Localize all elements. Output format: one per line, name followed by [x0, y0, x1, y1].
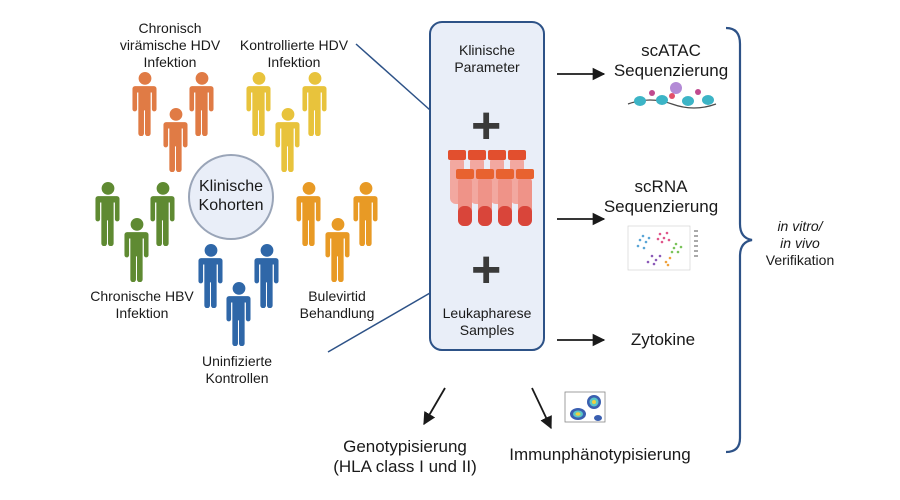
leukapheresis-samples-label: Leukapharese Samples: [442, 305, 532, 338]
chromatin-icon: [627, 82, 717, 109]
cohort-label-hbv: Chronische HBV Infektion: [90, 288, 194, 321]
immunophenotyping-label: Immunphänotypisierung: [509, 445, 691, 464]
group-hdv-controlled-people-icon: [246, 72, 327, 172]
funnel-line-bottom: [327, 292, 431, 353]
flow-cytometry-icon: [564, 391, 606, 423]
cohort-label-uninfected: Uninfizierte Kontrollen: [201, 353, 273, 386]
blood-tubes-icon: [448, 150, 534, 226]
group-hbv-people-icon: [95, 182, 175, 282]
funnel-line-top: [355, 43, 431, 111]
group-bulevirtid-people-icon: [296, 182, 378, 282]
zytokine-label: Zytokine: [630, 330, 696, 349]
cohort-label-bulevirtid: Bulevirtid Behandlung: [299, 288, 375, 321]
group-hdv-viremic-people-icon: [132, 72, 214, 172]
scatac-label: scATAC Sequenzierung: [613, 41, 729, 81]
clinical-cohorts-circle: [188, 154, 274, 240]
plus-sign-bottom: +: [471, 241, 502, 299]
scrna-label: scRNA Sequenzierung: [603, 177, 719, 217]
clinical-cohorts-label: Klinische Kohorten: [198, 178, 264, 215]
verification-brace: [725, 26, 753, 454]
verification-label: in vitro/ in vivo Verifikation: [765, 218, 835, 268]
cohort-label-hdv-controlled: Kontrollierte HDV Infektion: [239, 37, 349, 70]
plus-sign-top: +: [471, 97, 502, 155]
genotyping-label: Genotypisierung (HLA class I und II): [333, 437, 477, 477]
arrow-to-genotyp: [423, 387, 446, 426]
cohort-label-hdv-viremic: Chronisch virämische HDV Infektion: [119, 20, 221, 70]
clinical-parameters-label: Klinische Parameter: [454, 42, 520, 75]
arrow-to-immun: [531, 387, 552, 430]
umap-plot-icon: [627, 225, 698, 271]
